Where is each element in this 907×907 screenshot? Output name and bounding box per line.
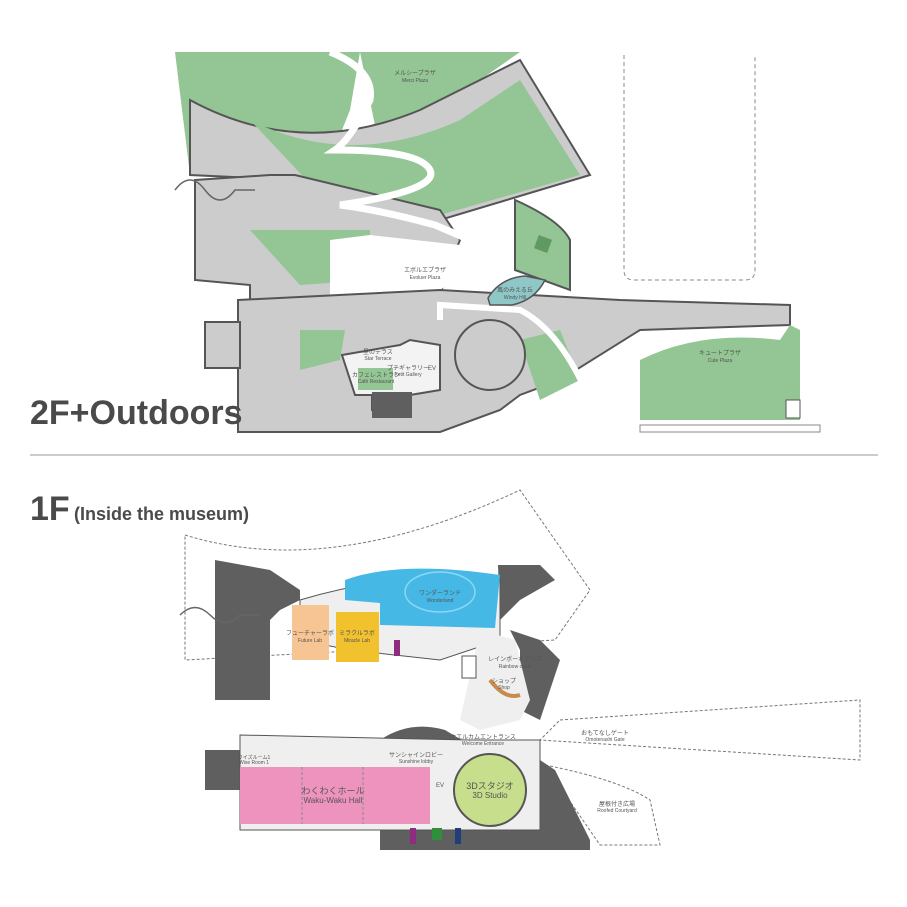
wall-block — [498, 565, 555, 620]
miracle-lab-label-en: Miracle Lab — [344, 638, 370, 644]
site-outline — [184, 489, 591, 661]
map-2f-outdoors: メルシープラザ Merci Plaza エボルエプラザ Evoluer Plaz… — [30, 48, 821, 433]
sunshine-lobby-label-jp: サンシャインロビー — [389, 751, 443, 759]
shop-counter — [488, 678, 521, 698]
map-1f: 1F (Inside the museum) EV — [30, 489, 861, 850]
petit-gallery-label-en: Petit Gallery — [394, 372, 422, 378]
parking-outline — [623, 55, 756, 281]
round-structure — [454, 319, 526, 391]
shop-corridor — [460, 630, 530, 730]
walking-path — [323, 48, 499, 287]
dark-block — [372, 392, 412, 418]
elevator-label-1f: EV — [436, 783, 444, 789]
wall-block — [215, 560, 300, 700]
3d-studio-label-jp: 3Dスタジオ — [466, 781, 514, 791]
merci-plaza-label-jp: メルシープラザ — [394, 70, 436, 77]
merci-plaza-label-en: Merci Plaza — [402, 78, 428, 84]
river-line — [174, 179, 255, 201]
windy-hill-label-jp: 風のみえる丘 — [497, 287, 533, 294]
evoluer-plaza-label-jp: エボルエプラザ — [404, 266, 446, 274]
green-area — [300, 330, 345, 370]
cafe-restaurant — [358, 368, 393, 390]
evoluer-plaza — [330, 235, 460, 300]
omotenashi-gate-label-jp: おもてなしゲート — [581, 729, 629, 737]
wonderland-label-jp: ワンダーランド — [419, 589, 461, 597]
floor-title-1f: 1F — [30, 490, 70, 528]
waku-waku-hall-label-en: Waku-Waku Hall — [304, 796, 363, 805]
star-terrace-label-jp: 星のテラス — [363, 349, 393, 356]
future-lab-label-en: Future Lab — [298, 638, 322, 644]
cute-plaza-label-en: Cute Plaza — [708, 358, 733, 364]
accessible-restroom-icon — [432, 828, 442, 840]
miracle-lab — [336, 612, 379, 662]
3d-studio-label-en: 3D Studio — [472, 791, 508, 800]
rainbow-oasis-label-jp: レインボーオアシス — [488, 655, 542, 663]
roofed-courtyard-label-jp: 屋根付き広場 — [599, 800, 635, 808]
shop-label-jp: ショップ — [492, 678, 516, 685]
evoluer-plaza-label-en: Evoluer Plaza — [410, 275, 441, 281]
wonderland-label-en: Wonderland — [427, 598, 454, 604]
womens-restroom-icon — [394, 640, 400, 656]
windy-hill-label-en: Windy Hill — [504, 295, 526, 301]
future-lab — [292, 605, 329, 660]
waku-waku-hall-label-jp: わくわくホール — [301, 786, 364, 796]
restroom-icon — [461, 655, 477, 679]
river-line — [179, 606, 260, 624]
cute-plaza — [640, 325, 800, 420]
miracle-lab-label-jp: ミラクルラボ — [339, 629, 375, 637]
sunshine-lobby-label-en: Sunshine lobby — [399, 759, 434, 765]
cafe-restaurant-label-jp: カフェレストラン — [352, 372, 400, 379]
restroom-icon — [785, 399, 801, 419]
walking-path — [437, 301, 612, 413]
green-area — [250, 80, 580, 215]
cute-plaza-label-jp: キュートプラザ — [699, 350, 741, 357]
omotenashi-gate-area — [538, 699, 861, 761]
rainbow-oasis-label-en: Rainbow oasis — [499, 664, 532, 670]
future-lab-label-jp: フューチャーラボ — [286, 629, 334, 637]
wise-room-label-en: Wise Room 1 — [239, 760, 269, 766]
roofed-courtyard-area — [543, 764, 661, 846]
mens-restroom-icon — [455, 828, 461, 844]
wall-block — [205, 750, 240, 790]
elevator-label-2f: EV — [428, 366, 436, 372]
womens-restroom-icon — [410, 828, 416, 844]
petit-gallery-label-jp: プチギャラリー — [387, 365, 429, 372]
wonderland-decoration — [404, 571, 476, 613]
shop-label-en: Shop — [498, 685, 510, 691]
3d-studio — [453, 753, 527, 827]
star-terrace-label-en: Star Terrace — [364, 356, 391, 362]
floor-subtitle-1f: (Inside the museum) — [74, 504, 249, 524]
wonderland — [345, 568, 500, 628]
windy-hill — [487, 275, 547, 306]
floor-title-2f: 2F+Outdoors — [30, 394, 243, 432]
roofed-courtyard-label-en: Roofed Courtyard — [597, 808, 637, 814]
welcome-entrance-label-en: Welcome Entrance — [462, 741, 504, 747]
wise-room-label-jp: ワイズルーム1 — [238, 754, 271, 761]
walkway — [639, 424, 821, 433]
omotenashi-gate-label-en: Omotenashi Gate — [585, 737, 624, 743]
green-area — [520, 330, 580, 400]
waku-waku-hall — [240, 767, 430, 824]
annex — [204, 321, 241, 369]
pavilion-icon — [534, 235, 552, 253]
welcome-entrance-label-jp: ウエルカムエントランス — [450, 733, 516, 741]
cafe-restaurant-label-en: Café Restaurant — [358, 379, 395, 385]
